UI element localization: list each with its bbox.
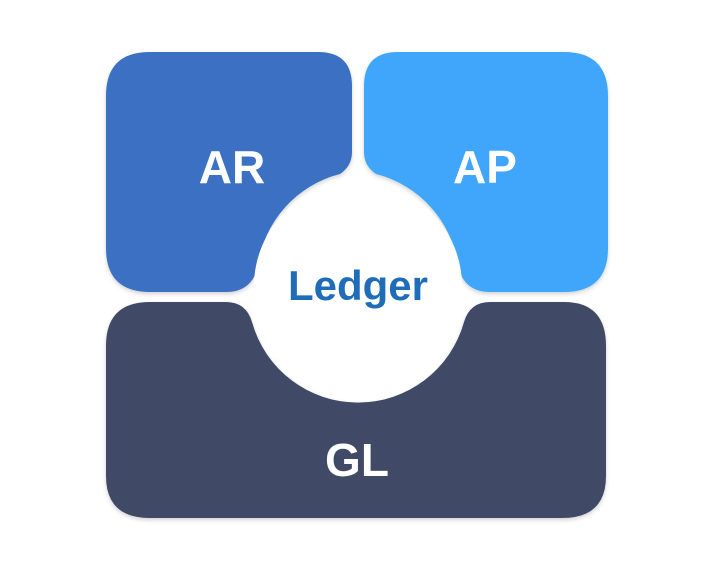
ap-block <box>364 52 608 292</box>
gl-block-shape <box>106 302 606 518</box>
gl-label: GL <box>325 434 389 486</box>
ap-label: AP <box>453 141 517 193</box>
ap-block-shape <box>364 52 608 292</box>
ledger-label: Ledger <box>288 262 428 309</box>
ar-block <box>106 52 352 292</box>
ar-block-shape <box>106 52 352 292</box>
ledger-hub <box>254 182 462 390</box>
ar-label: AR <box>199 141 265 193</box>
gl-block <box>106 302 606 518</box>
